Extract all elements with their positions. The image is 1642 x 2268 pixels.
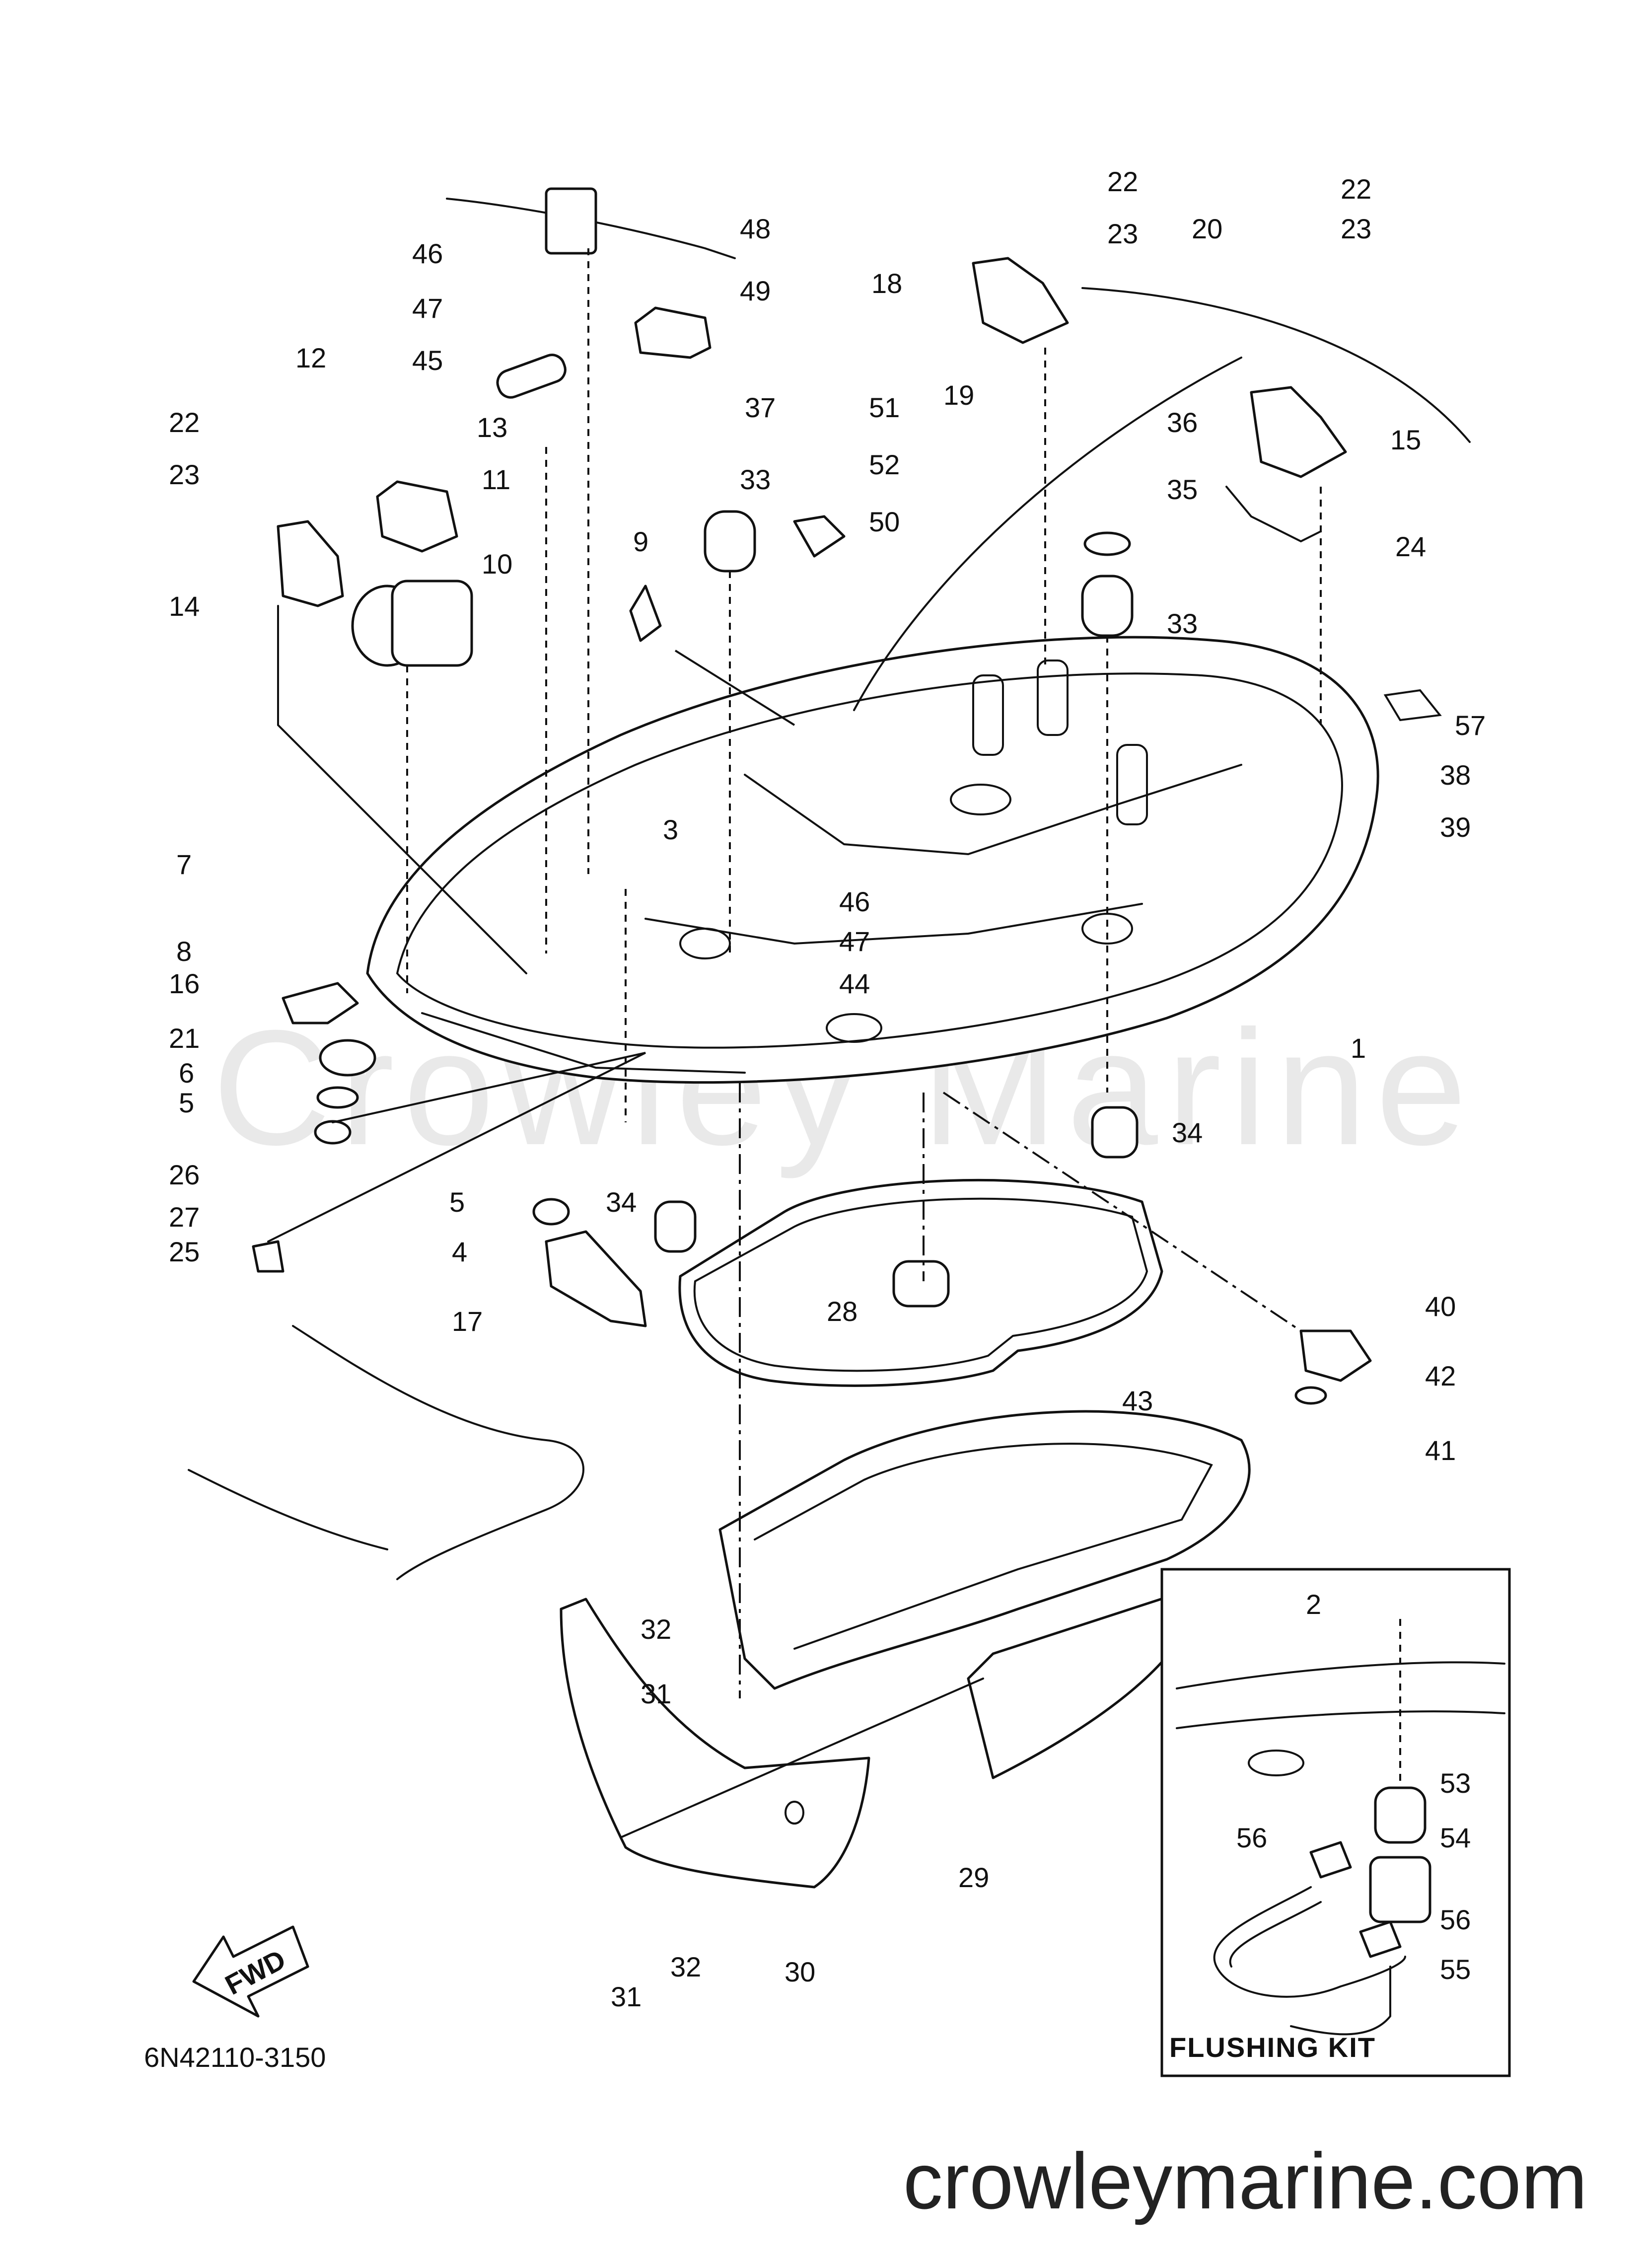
callout-24: 24 — [1395, 531, 1426, 562]
footer-url[interactable]: crowleymarine.com — [903, 2136, 1587, 2225]
callout-57: 57 — [1455, 710, 1486, 741]
callout-54: 54 — [1440, 1822, 1471, 1853]
callout-15: 15 — [1390, 424, 1421, 455]
small-parts — [188, 187, 1471, 1580]
callout-41: 41 — [1425, 1435, 1456, 1466]
callout-9: 9 — [633, 526, 648, 557]
side-cover — [560, 1598, 870, 1889]
callout-6: 6 — [179, 1057, 194, 1089]
callout-4: 4 — [452, 1236, 467, 1267]
callout-55: 55 — [1440, 1954, 1471, 1985]
callout-40: 40 — [1425, 1291, 1456, 1322]
callout-44: 44 — [839, 968, 870, 999]
assembly-lines — [267, 248, 1322, 1838]
callout-46b: 46 — [839, 886, 870, 917]
callout-50: 50 — [869, 506, 900, 537]
callout-34a: 34 — [606, 1186, 637, 1218]
callout-31b: 31 — [611, 1981, 642, 2012]
callout-42: 42 — [1425, 1360, 1456, 1391]
callout-2: 2 — [1306, 1589, 1321, 1620]
callout-52: 52 — [869, 449, 900, 480]
callout-30: 30 — [785, 1956, 815, 1987]
bottom-cowling — [366, 636, 1379, 1084]
callout-47b: 47 — [839, 926, 870, 957]
callout-48: 48 — [740, 213, 771, 244]
callout-38: 38 — [1440, 759, 1471, 791]
callout-51: 51 — [869, 392, 900, 423]
callout-53: 53 — [1440, 1767, 1471, 1799]
callout-1: 1 — [1351, 1032, 1366, 1064]
callout-25: 25 — [169, 1236, 200, 1267]
callout-labels: 1 2 3 4 5 5 6 7 8 9 10 11 12 13 14 15 16… — [169, 166, 1486, 2012]
callout-14: 14 — [169, 590, 200, 622]
callout-49: 49 — [740, 275, 771, 306]
callout-12: 12 — [295, 342, 326, 373]
callout-16: 16 — [169, 968, 200, 999]
flushing-kit-title: FLUSHING KIT — [1169, 2032, 1376, 2063]
callout-27: 27 — [169, 1201, 200, 1233]
callout-32a: 32 — [641, 1613, 671, 1645]
callout-45: 45 — [412, 345, 443, 376]
callout-7: 7 — [176, 849, 192, 880]
callout-29: 29 — [958, 1862, 989, 1893]
callout-23c: 23 — [1341, 213, 1371, 244]
callout-39: 39 — [1440, 811, 1471, 843]
callout-31a: 31 — [641, 1678, 671, 1709]
callout-32b: 32 — [670, 1951, 701, 1982]
callout-22b: 22 — [1107, 166, 1138, 197]
callout-33b: 33 — [1167, 608, 1198, 639]
callout-11: 11 — [482, 464, 510, 495]
callout-37: 37 — [745, 392, 776, 423]
callout-47a: 47 — [412, 293, 443, 324]
lower-case — [718, 1410, 1251, 1779]
forward-arrow: FWD — [192, 1925, 309, 2018]
callout-46a: 46 — [412, 238, 443, 269]
drawing-code: 6N42110-3150 — [144, 2042, 326, 2073]
callout-10: 10 — [482, 548, 512, 580]
callout-34b: 34 — [1172, 1117, 1203, 1148]
callout-22c: 22 — [1341, 173, 1371, 205]
callout-23b: 23 — [1107, 218, 1138, 249]
callout-5b: 5 — [449, 1186, 465, 1218]
callout-28: 28 — [827, 1296, 857, 1327]
callout-5a: 5 — [179, 1087, 194, 1118]
callout-3: 3 — [663, 814, 678, 845]
callout-56b: 56 — [1440, 1904, 1471, 1935]
callout-18: 18 — [871, 268, 902, 299]
callout-35: 35 — [1167, 474, 1198, 505]
callout-22a: 22 — [169, 407, 200, 438]
callout-19: 19 — [943, 379, 974, 411]
callout-21: 21 — [169, 1023, 200, 1054]
callout-36: 36 — [1167, 407, 1198, 438]
callout-8: 8 — [176, 936, 192, 967]
callout-56a: 56 — [1236, 1822, 1267, 1853]
callout-43: 43 — [1122, 1385, 1153, 1416]
flushing-kit-inset — [1160, 1568, 1511, 2077]
callout-26: 26 — [169, 1159, 200, 1190]
callout-13: 13 — [477, 412, 507, 443]
callout-33a: 33 — [740, 464, 771, 495]
callout-23a: 23 — [169, 459, 200, 490]
callout-20: 20 — [1192, 213, 1222, 244]
callout-17: 17 — [452, 1306, 483, 1337]
